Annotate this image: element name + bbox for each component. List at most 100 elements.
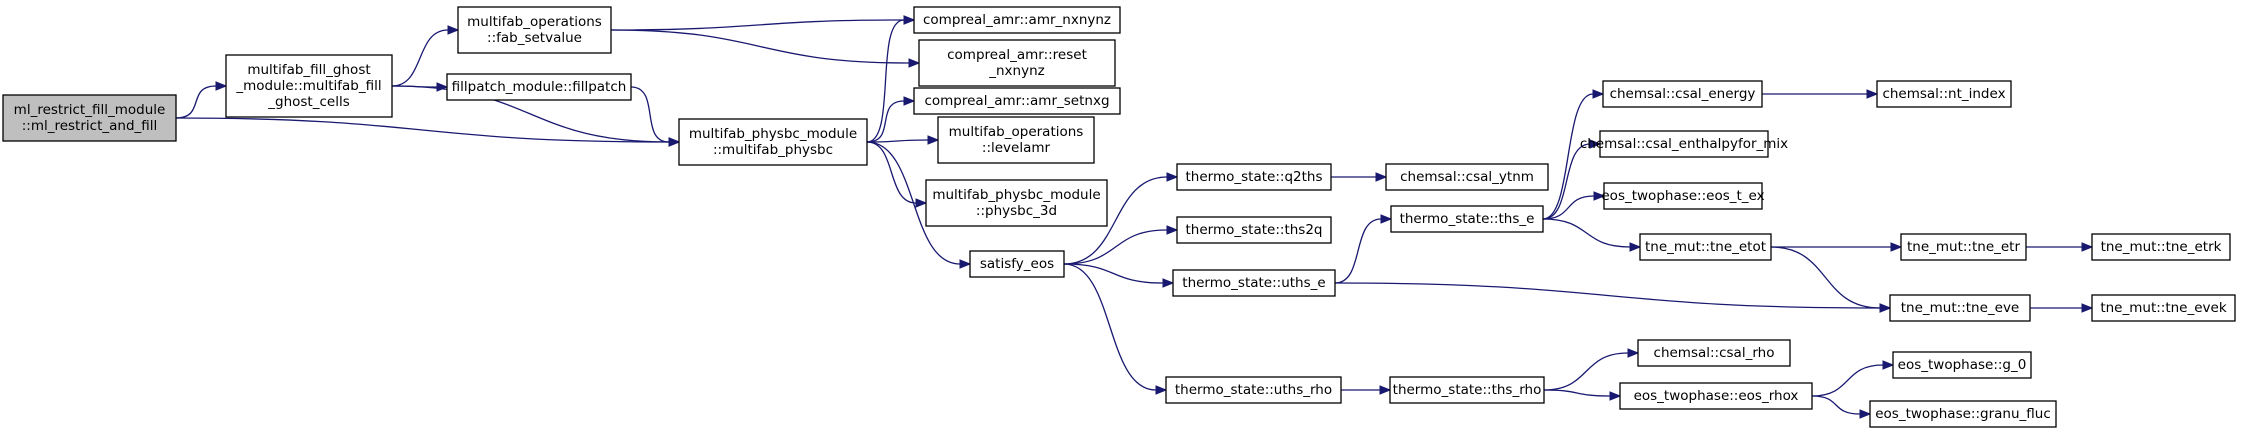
edge-arrowhead bbox=[959, 259, 972, 269]
node-box[interactable] bbox=[1165, 376, 1342, 404]
node-label: chemsal::csal_ytnm bbox=[1400, 169, 1534, 185]
node-box[interactable] bbox=[1602, 80, 1763, 108]
node-box[interactable] bbox=[1889, 294, 2031, 322]
node-box[interactable] bbox=[1389, 376, 1545, 404]
node-box[interactable] bbox=[2, 94, 177, 142]
node-label: chemsal::csal_energy bbox=[1610, 86, 1756, 102]
node-box[interactable] bbox=[1639, 233, 1772, 261]
node-box[interactable] bbox=[1876, 80, 2012, 108]
node-label: eos_twophase::granu_fluc bbox=[1875, 406, 2051, 422]
edge-arrowhead bbox=[903, 15, 916, 25]
graph-node[interactable]: chemsal::csal_enthalpyfor_mix bbox=[1580, 130, 1788, 158]
graph-node[interactable]: compreal_amr::amr_setnxg bbox=[913, 87, 1121, 115]
graph-node[interactable]: thermo_state::uths_e bbox=[1172, 269, 1336, 297]
node-box[interactable] bbox=[1619, 382, 1813, 410]
graph-node[interactable]: chemsal::nt_index bbox=[1876, 80, 2012, 108]
edge-line bbox=[1543, 389, 1611, 397]
graph-node[interactable]: fillpatch_module::fillpatch bbox=[446, 73, 632, 101]
node-box[interactable] bbox=[1599, 130, 1769, 158]
node-box[interactable] bbox=[1176, 163, 1332, 191]
node-box[interactable] bbox=[1869, 400, 2057, 428]
graph-node[interactable]: multifab_operations::fab_setvalue bbox=[457, 6, 612, 54]
edge-line bbox=[1063, 263, 1164, 284]
node-box[interactable] bbox=[678, 118, 868, 166]
edge-arrowhead bbox=[447, 25, 460, 35]
node-box[interactable] bbox=[937, 116, 1095, 164]
node-box[interactable] bbox=[457, 6, 612, 54]
edge-arrowhead bbox=[1592, 89, 1605, 99]
node-label: _ghost_cells bbox=[267, 94, 349, 110]
node-label: thermo_state::q2ths bbox=[1186, 169, 1323, 185]
graph-node[interactable]: eos_twophase::eos_rhox bbox=[1619, 382, 1813, 410]
node-box[interactable] bbox=[1900, 233, 2027, 261]
node-box[interactable] bbox=[1176, 216, 1332, 244]
edge-line bbox=[1334, 218, 1382, 284]
graph-node[interactable]: compreal_amr::amr_nxnynz bbox=[913, 6, 1121, 34]
node-box[interactable] bbox=[2091, 294, 2236, 322]
node-label: thermo_state::ths_rho bbox=[1393, 382, 1542, 398]
graph-node[interactable]: tne_mut::tne_etrk bbox=[2091, 233, 2231, 261]
edge-arrowhead bbox=[1162, 278, 1175, 288]
graph-node[interactable]: thermo_state::uths_rho bbox=[1165, 376, 1342, 404]
graph-node[interactable]: thermo_state::q2ths bbox=[1176, 163, 1332, 191]
graph-node[interactable]: chemsal::csal_rho bbox=[1637, 339, 1791, 367]
node-box[interactable] bbox=[225, 54, 393, 118]
graph-node[interactable]: satisfy_eos bbox=[969, 250, 1065, 278]
node-box[interactable] bbox=[1390, 205, 1544, 233]
edge-line bbox=[866, 139, 929, 143]
graph-node[interactable]: tne_mut::tne_eve bbox=[1889, 294, 2031, 322]
edge-line bbox=[1811, 364, 1884, 397]
edge-arrowhead bbox=[1879, 303, 1892, 313]
graph-node[interactable]: tne_mut::tne_etr bbox=[1900, 233, 2027, 261]
edge-arrowhead bbox=[927, 135, 940, 145]
node-box[interactable] bbox=[1385, 163, 1549, 191]
graph-node[interactable]: multifab_physbc_module::multifab_physbc bbox=[678, 118, 868, 166]
node-box[interactable] bbox=[1892, 351, 2032, 379]
node-label: eos_twophase::eos_t_ex bbox=[1601, 188, 1764, 204]
edge-line bbox=[1063, 176, 1168, 265]
node-box[interactable] bbox=[2091, 233, 2231, 261]
node-box[interactable] bbox=[925, 179, 1108, 227]
node-label: eos_twophase::eos_rhox bbox=[1634, 388, 1799, 404]
node-label: thermo_state::uths_rho bbox=[1175, 382, 1332, 398]
graph-node[interactable]: thermo_state::ths2q bbox=[1176, 216, 1332, 244]
node-label: multifab_operations bbox=[949, 124, 1084, 140]
edge-line bbox=[610, 29, 910, 64]
node-label: ml_restrict_fill_module bbox=[14, 102, 166, 118]
graph-node[interactable]: ml_restrict_fill_module::ml_restrict_and… bbox=[2, 94, 177, 142]
graph-node[interactable]: multifab_operations::levelamr bbox=[937, 116, 1095, 164]
node-label: thermo_state::ths2q bbox=[1186, 222, 1323, 238]
graph-node[interactable]: eos_twophase::g_0 bbox=[1892, 351, 2032, 379]
node-label: thermo_state::uths_e bbox=[1182, 275, 1325, 291]
edge-arrowhead bbox=[1859, 409, 1872, 419]
edge-line bbox=[175, 117, 670, 143]
graph-node[interactable]: thermo_state::ths_rho bbox=[1389, 376, 1545, 404]
graph-node[interactable]: chemsal::csal_ytnm bbox=[1385, 163, 1549, 191]
graph-node[interactable]: tne_mut::tne_evek bbox=[2091, 294, 2236, 322]
node-label: ::multifab_physbc bbox=[713, 142, 833, 158]
graph-node[interactable]: eos_twophase::eos_t_ex bbox=[1601, 182, 1765, 210]
graph-node[interactable]: multifab_fill_ghost_module::multifab_fil… bbox=[225, 54, 393, 118]
graph-node[interactable]: compreal_amr::reset_nxnynz bbox=[918, 39, 1116, 87]
graph-node[interactable]: chemsal::csal_energy bbox=[1602, 80, 1763, 108]
edge-arrowhead bbox=[1155, 385, 1168, 395]
graph-node[interactable]: tne_mut::tne_etot bbox=[1639, 233, 1772, 261]
node-box[interactable] bbox=[918, 39, 1116, 87]
node-box[interactable] bbox=[913, 6, 1121, 34]
node-label: tne_mut::tne_evek bbox=[2100, 300, 2227, 316]
edge-line bbox=[610, 19, 905, 31]
node-box[interactable] bbox=[1603, 182, 1763, 210]
node-box[interactable] bbox=[446, 73, 632, 101]
edge-arrowhead bbox=[1882, 360, 1895, 370]
edge-line bbox=[391, 29, 449, 87]
node-box[interactable] bbox=[1637, 339, 1791, 367]
graph-node[interactable]: eos_twophase::granu_fluc bbox=[1869, 400, 2057, 428]
edge-line bbox=[1770, 246, 1881, 309]
node-box[interactable] bbox=[969, 250, 1065, 278]
graph-node[interactable]: multifab_physbc_module::physbc_3d bbox=[925, 179, 1108, 227]
node-box[interactable] bbox=[913, 87, 1121, 115]
graph-node[interactable]: thermo_state::ths_e bbox=[1390, 205, 1544, 233]
edge-arrowhead bbox=[1589, 139, 1602, 149]
node-box[interactable] bbox=[1172, 269, 1336, 297]
